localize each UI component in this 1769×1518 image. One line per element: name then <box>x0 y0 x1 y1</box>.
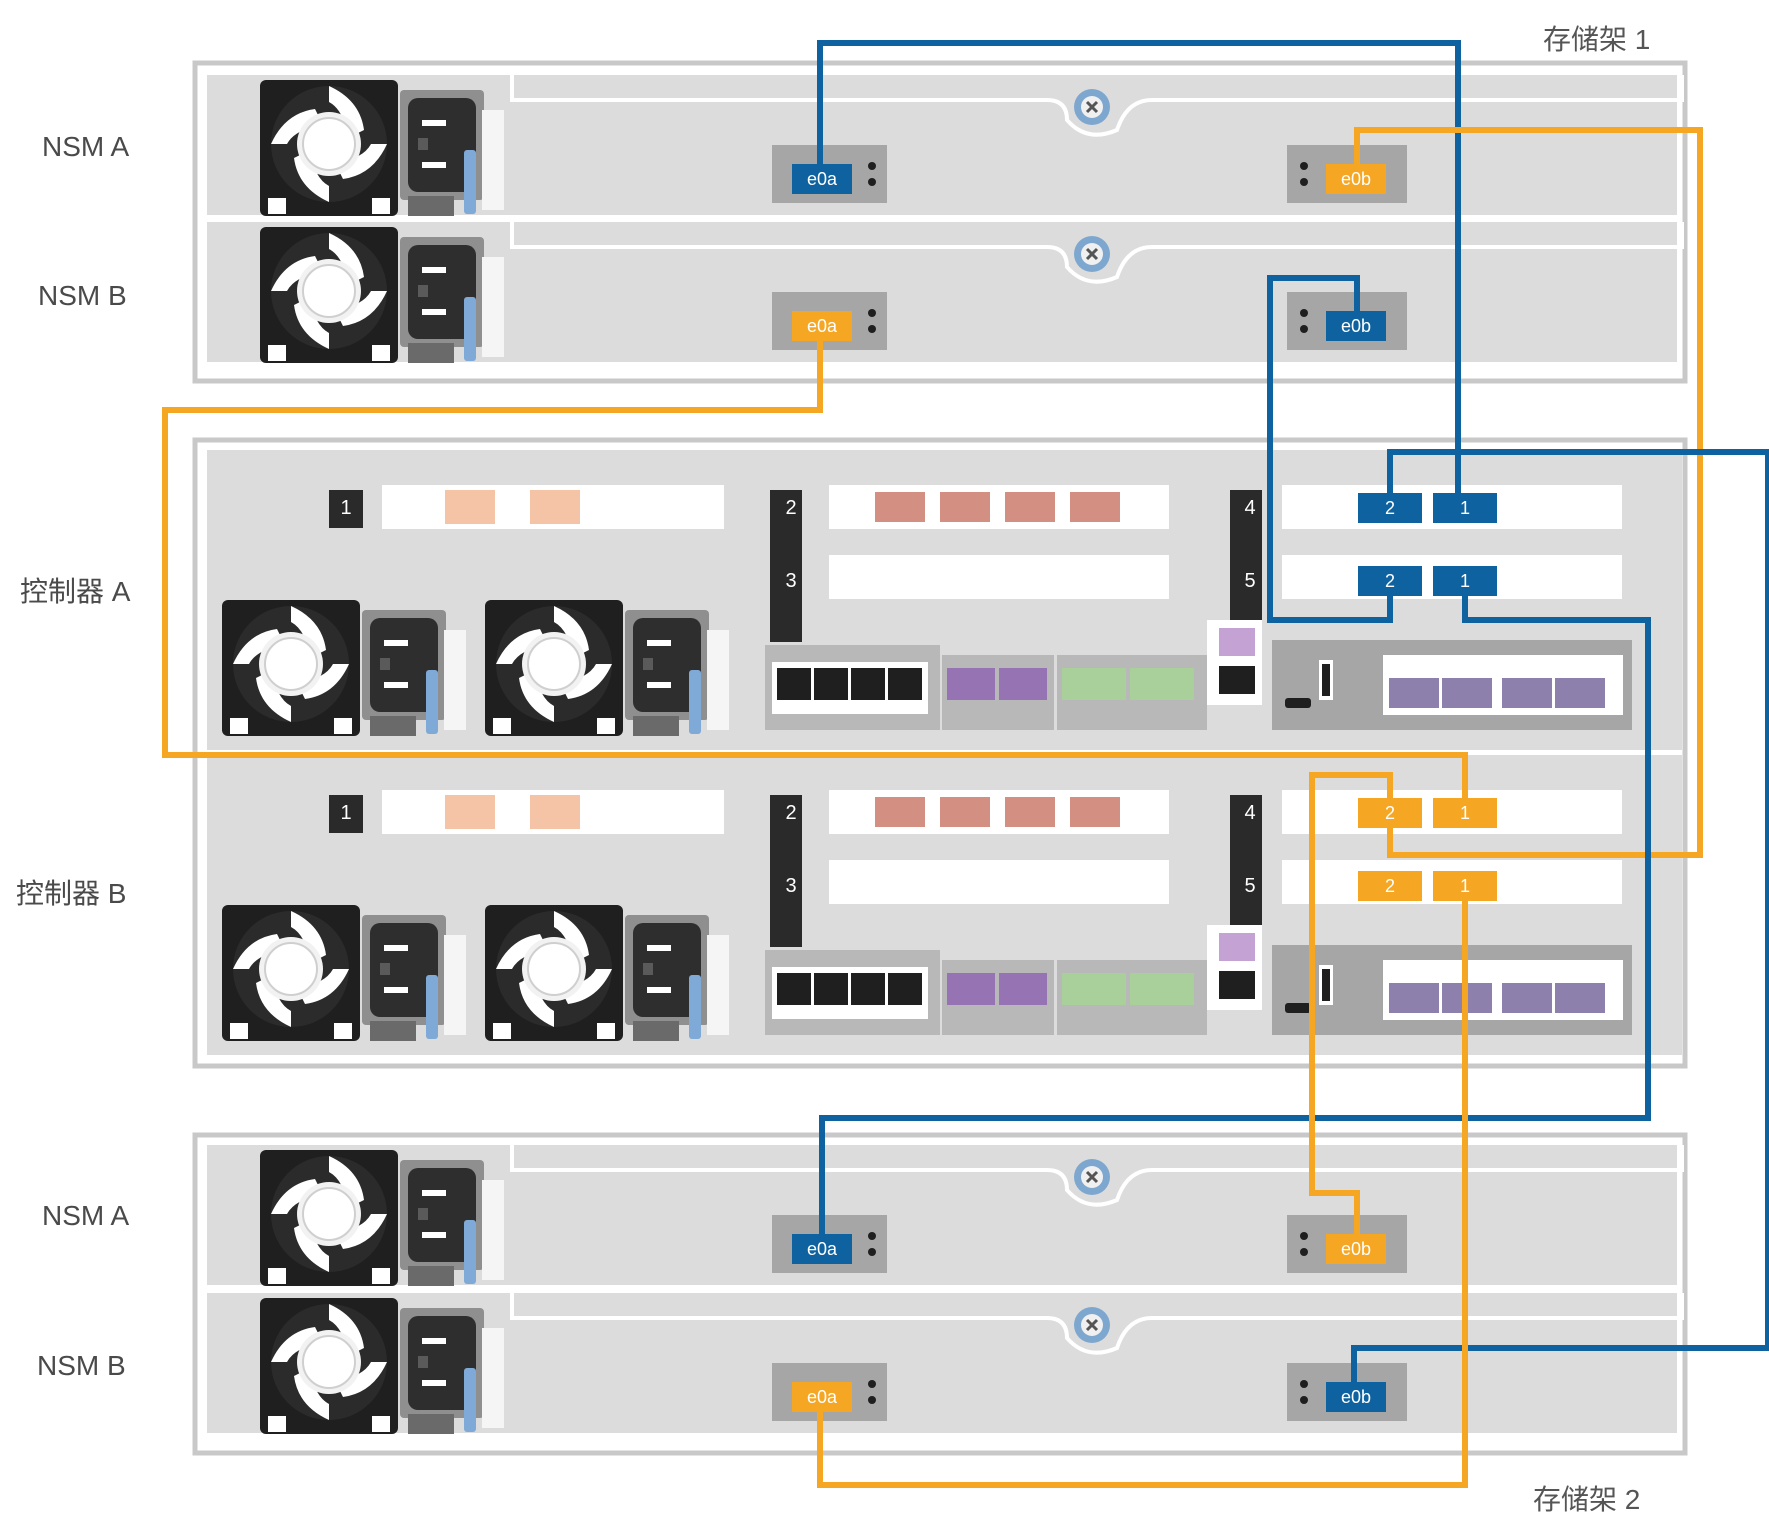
shelf1-nsm-b-label: NSM B <box>38 280 127 311</box>
controller-b-slot5-port-2 <box>1358 871 1422 901</box>
shelf1-nsm-a-port-e0a <box>792 164 852 194</box>
controller-a-slot4-port-1 <box>1433 493 1497 523</box>
cable-ctrl-a-slot4-port2-to-shelf2-nsm-b-e0b <box>1351 449 1769 1395</box>
shelf2-nsm-b-label: NSM B <box>37 1350 126 1381</box>
cable-ctrl-a-slot4-port1-to-shelf1-nsm-a-e0a <box>817 40 1461 510</box>
controller-b-label: 控制器 B <box>16 878 127 909</box>
shelf2-nsm-a-label: NSM A <box>42 1200 130 1231</box>
controller-a-slot4-port-2-label: 2 <box>1385 498 1395 518</box>
shelf2-nsm-b-port-e0a-label: e0a <box>807 1387 838 1407</box>
shelf1-nsm-b-port-e0a <box>792 311 852 341</box>
shelf2-nsm-b-port-e0b <box>1326 1382 1386 1412</box>
controller-b-slot-1-number: 1 <box>340 802 351 824</box>
shelf2-nsm-a-port-e0a <box>792 1234 852 1264</box>
controller-b-slot-3-number: 3 <box>785 875 796 897</box>
controller-b-slot-5-number: 5 <box>1244 875 1255 897</box>
controller-a-label: 控制器 A <box>20 576 131 607</box>
shelf2-nsm-b-port-e0b-label: e0b <box>1341 1387 1371 1407</box>
controller-a-slot-5-number: 5 <box>1244 570 1255 592</box>
cable-layer <box>162 40 1769 1488</box>
controller-b-slot5-port-2-label: 2 <box>1385 876 1395 896</box>
controller-b-slot4-port-1 <box>1433 798 1497 828</box>
shelf1-nsm-b-port-e0a-label: e0a <box>807 316 838 336</box>
controller-a-slot-1-number: 1 <box>340 497 351 519</box>
port-label-layer: e0a e0b e0a e0b e0a e0b e0a e0b 1 2 3 4 5 2 1 2 1 1 2 3 4 5 2 1… <box>340 164 1497 1412</box>
controller-a-slot-2-number: 2 <box>785 497 796 519</box>
shelf2-nsm-b-fan-psu-icon <box>259 1297 505 1435</box>
shelf-2-frame <box>192 1132 1688 1456</box>
cable-ctrl-b-slot5-port2-to-shelf1-nsm-a-e0b <box>1354 127 1703 858</box>
controller-b-slot4-port-1-label: 1 <box>1460 803 1470 823</box>
shelf2-nsm-a-port-e0b <box>1326 1234 1386 1264</box>
shelf2-nsm-a-port-e0b-label: e0b <box>1341 1239 1371 1259</box>
shelf-1-title: 存储架 1 <box>1543 24 1651 55</box>
controller-a-slot5-port-1-label: 1 <box>1460 571 1470 591</box>
controller-b-slot4-port-2-label: 2 <box>1385 803 1395 823</box>
shelf1-nsm-a-fan-psu-icon <box>259 79 505 217</box>
controller-a-slot5-port-2 <box>1358 566 1422 596</box>
shelf1-nsm-a-port-e0b-label: e0b <box>1341 169 1371 189</box>
shelf-1-frame <box>192 60 1688 384</box>
controller-a-slot4-port-1-label: 1 <box>1460 498 1470 518</box>
controller-a-fan-psu-icon-2 <box>484 599 730 737</box>
shelf2-nsm-a-fan-psu-icon <box>259 1149 505 1287</box>
cable-ctrl-b-slot4-port2-to-shelf2-nsm-a-e0b <box>1309 772 1393 1245</box>
cable-ctrl-a-slot5-port2-to-shelf1-nsm-b-e0b <box>1267 275 1393 623</box>
cable-ctrl-b-slot4-port1-to-shelf1-nsm-b-e0a <box>162 325 1468 818</box>
cable-ctrl-a-slot5-port1-to-shelf2-nsm-a-e0a <box>819 585 1651 1245</box>
controller-b-fan-psu-icon-1 <box>221 904 467 1042</box>
controller-a-slot-4-number: 4 <box>1244 497 1255 519</box>
controller-a-slot-3-number: 3 <box>785 570 796 592</box>
cable-ctrl-b-slot5-port1-to-shelf2-nsm-b-e0a <box>817 890 1468 1488</box>
controller-b-slot-4-number: 4 <box>1244 802 1255 824</box>
controller-a-slot5-port-2-label: 2 <box>1385 571 1395 591</box>
shelf1-nsm-b-port-e0b <box>1326 311 1386 341</box>
shelf2-nsm-b-port-e0a <box>792 1382 852 1412</box>
controller-a-fan-psu-icon-1 <box>221 599 467 737</box>
controller-a-slot5-port-1 <box>1433 566 1497 596</box>
controller-b-slot5-port-1 <box>1433 871 1497 901</box>
shelf1-nsm-a-port-e0b <box>1326 164 1386 194</box>
controller-b-slot4-port-2 <box>1358 798 1422 828</box>
shelf1-nsm-a-label: NSM A <box>42 131 130 162</box>
controller-b-slot-2-number: 2 <box>785 802 796 824</box>
shelf1-nsm-b-fan-psu-icon <box>259 226 505 364</box>
shelf-2-title: 存储架 2 <box>1533 1484 1641 1515</box>
shelf1-nsm-b-port-e0b-label: e0b <box>1341 316 1371 336</box>
shelf1-nsm-a-port-e0a-label: e0a <box>807 169 838 189</box>
shelf2-nsm-a-port-e0a-label: e0a <box>807 1239 838 1259</box>
controller-b-slot5-port-1-label: 1 <box>1460 876 1470 896</box>
equipment-layer <box>192 60 1688 1456</box>
controller-a-slot4-port-2 <box>1358 493 1422 523</box>
controller-b-fan-psu-icon-2 <box>484 904 730 1042</box>
